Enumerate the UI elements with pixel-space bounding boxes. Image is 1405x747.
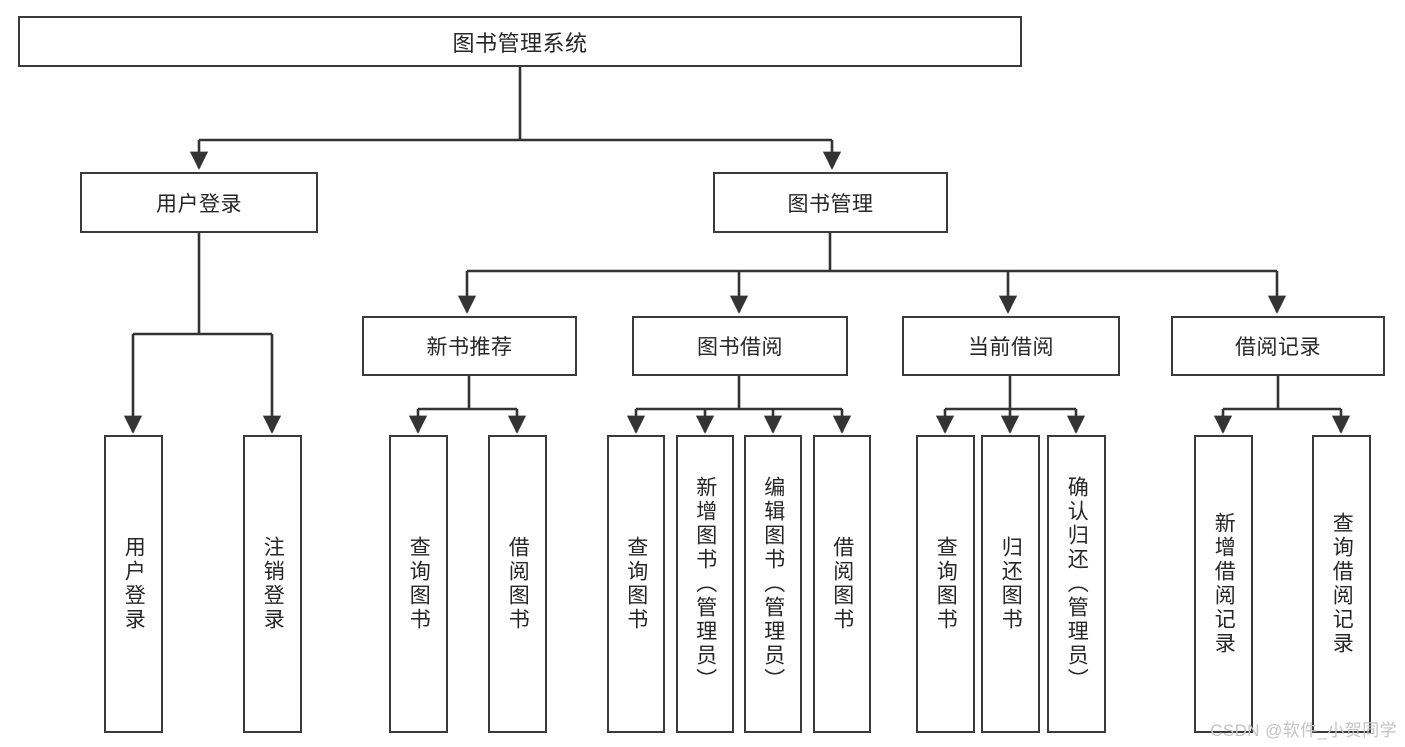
leaf-query-book-2[interactable]: 查询图书 — [607, 435, 665, 733]
leaf-confirm-return[interactable]: 确认归还（管理员） — [1047, 435, 1106, 733]
leaf-confirm-return-label: 确认归还（管理员） — [1065, 476, 1089, 692]
node-root-label: 图书管理系统 — [452, 30, 588, 56]
node-book-borrow[interactable]: 图书借阅 — [632, 316, 848, 376]
leaf-user-login-label: 用户登录 — [122, 536, 146, 632]
leaf-borrow-book-1-label: 借阅图书 — [506, 536, 530, 632]
node-user-login-label: 用户登录 — [156, 192, 242, 216]
node-book-management[interactable]: 图书管理 — [713, 172, 948, 233]
leaf-add-record[interactable]: 新增借阅记录 — [1194, 435, 1253, 733]
leaf-logout[interactable]: 注销登录 — [243, 435, 302, 733]
leaf-edit-book-label: 编辑图书（管理员） — [761, 476, 785, 692]
leaf-user-login[interactable]: 用户登录 — [104, 435, 163, 733]
node-new-book-recommend[interactable]: 新书推荐 — [362, 316, 577, 376]
leaf-edit-book[interactable]: 编辑图书（管理员） — [744, 435, 802, 733]
node-borrow-record-label: 借阅记录 — [1235, 336, 1321, 359]
node-book-borrow-label: 图书借阅 — [697, 336, 783, 359]
leaf-borrow-book-2-label: 借阅图书 — [830, 536, 854, 632]
leaf-borrow-book-2[interactable]: 借阅图书 — [813, 435, 871, 733]
leaf-query-book-3[interactable]: 查询图书 — [916, 435, 975, 733]
leaf-return-book-label: 归还图书 — [999, 536, 1023, 632]
node-root[interactable]: 图书管理系统 — [18, 16, 1022, 67]
leaf-logout-label: 注销登录 — [261, 536, 285, 632]
node-current-borrow[interactable]: 当前借阅 — [902, 316, 1120, 376]
node-borrow-record[interactable]: 借阅记录 — [1171, 316, 1385, 376]
leaf-borrow-book-1[interactable]: 借阅图书 — [488, 435, 547, 733]
watermark: CSDN @软件_小贺同学 — [1210, 721, 1397, 740]
node-current-borrow-label: 当前借阅 — [968, 336, 1054, 359]
leaf-query-record[interactable]: 查询借阅记录 — [1312, 435, 1371, 733]
leaf-query-book-2-label: 查询图书 — [624, 536, 648, 632]
leaf-add-book-label: 新增图书（管理员） — [693, 476, 717, 692]
leaf-return-book[interactable]: 归还图书 — [981, 435, 1040, 733]
leaf-query-book-3-label: 查询图书 — [934, 536, 958, 632]
node-book-management-label: 图书管理 — [787, 192, 874, 216]
node-user-login[interactable]: 用户登录 — [80, 172, 318, 233]
leaf-query-record-label: 查询借阅记录 — [1330, 512, 1354, 656]
leaf-add-record-label: 新增借阅记录 — [1212, 512, 1236, 656]
leaf-query-book-1-label: 查询图书 — [407, 536, 431, 632]
leaf-add-book[interactable]: 新增图书（管理员） — [676, 435, 734, 733]
node-new-book-recommend-label: 新书推荐 — [426, 336, 513, 359]
leaf-query-book-1[interactable]: 查询图书 — [389, 435, 448, 733]
